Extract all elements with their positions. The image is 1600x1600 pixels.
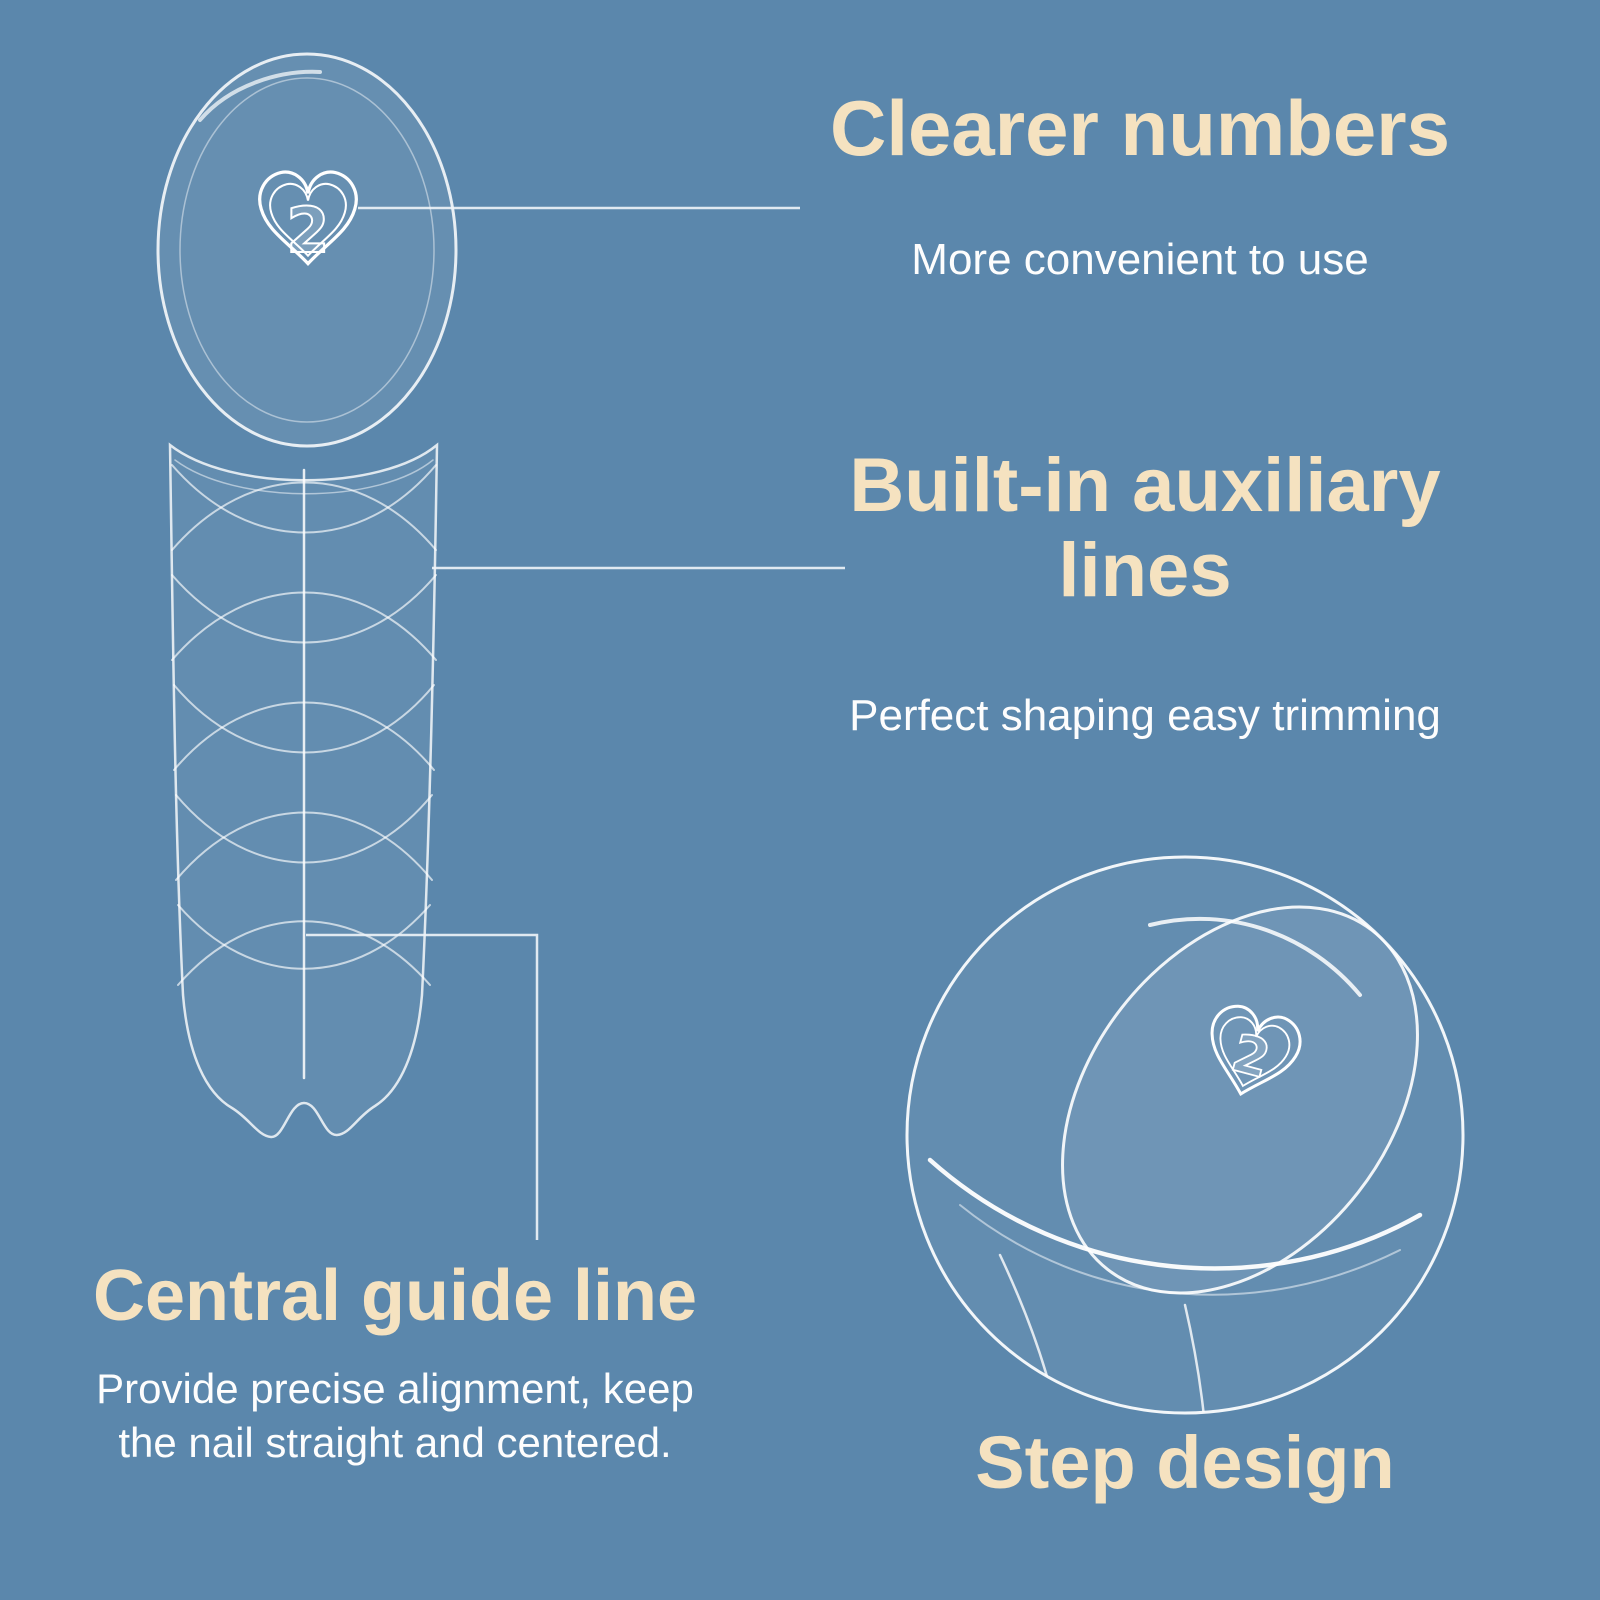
inset-tip-highlight: [1148, 916, 1362, 997]
nail-form-tip: [156, 52, 458, 448]
tip-highlight: [198, 69, 322, 122]
clearer-numbers-title: Clearer numbers: [830, 84, 1450, 172]
nail-number: 2: [286, 194, 329, 267]
auxiliary-lines-title: Built-in auxiliary lines: [849, 443, 1441, 614]
inset-circle: 2: [905, 855, 1465, 1415]
step-edge: [927, 1157, 1423, 1271]
connector-line-guide: [306, 933, 539, 1240]
clearer-numbers-subtitle: More convenient to use: [911, 235, 1369, 284]
central-guide-subtitle: Provide precise alignment, keep the nail…: [96, 1365, 694, 1466]
step-design-title: Step design: [975, 1421, 1395, 1504]
inset-nail-tip: 2: [927, 905, 1423, 1413]
central-guide-title: Central guide line: [92, 1256, 698, 1336]
auxiliary-lines-subtitle: Perfect shaping easy trimming: [849, 691, 1441, 740]
nail-form-illustration: 2: [156, 52, 458, 1139]
heart-badge: 2: [258, 170, 358, 268]
